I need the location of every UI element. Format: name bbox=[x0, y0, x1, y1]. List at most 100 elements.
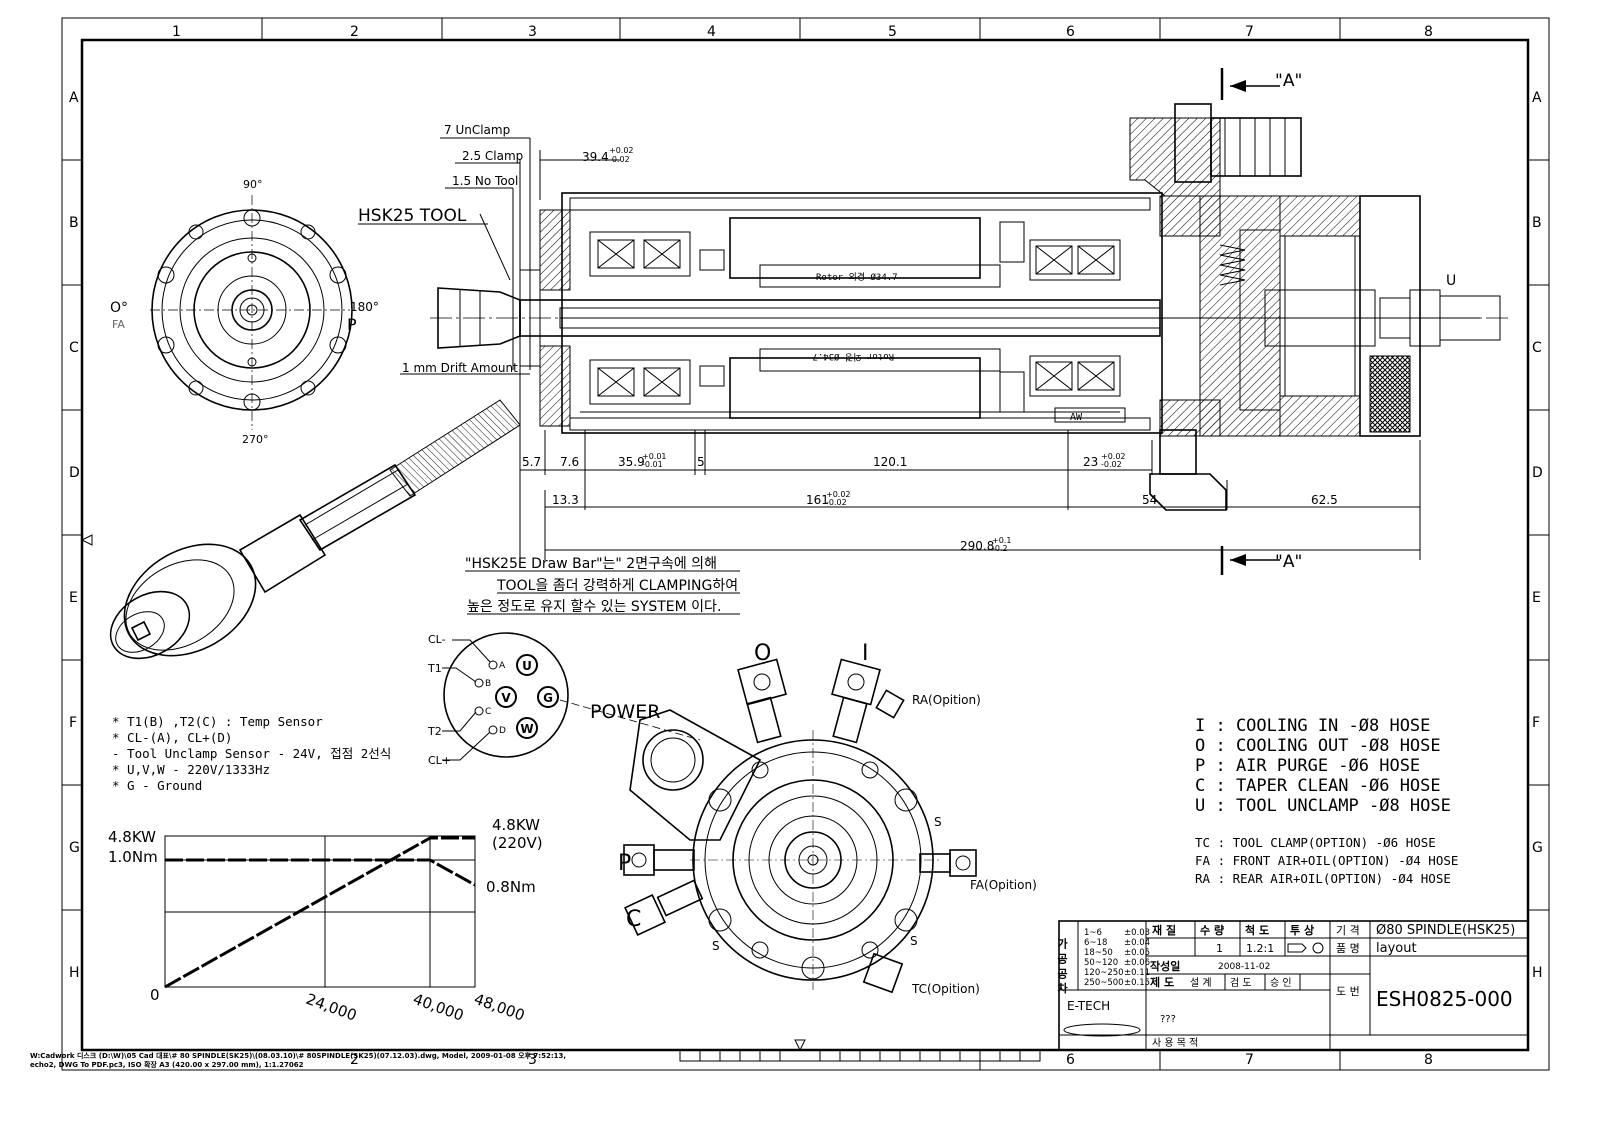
row-label-g: G bbox=[69, 840, 80, 856]
chart-right-220v: (220V) bbox=[492, 834, 543, 852]
dim-54: 54 bbox=[1142, 493, 1157, 507]
option-legend: TC : TOOL CLAMP(OPTION) -Ø6 HOSE FA : FR… bbox=[1195, 835, 1458, 886]
aw-label: AW bbox=[1070, 412, 1083, 423]
date-value: 2008-11-02 bbox=[1218, 962, 1270, 972]
chart-y-1-0nm: 1.0Nm bbox=[108, 848, 158, 866]
footer-line-2: echo2, DWG To PDF.pc3, ISO 확장 A3 (420.00… bbox=[30, 1060, 304, 1069]
dim-39-4: 39.4 bbox=[582, 150, 609, 164]
footer-line-1: W:Cadwork 디스크 (D:\W)\05 Cad 대표\# 80 SPIN… bbox=[30, 1051, 566, 1060]
dim-7-6: 7.6 bbox=[560, 455, 579, 469]
tol-range-2: 6~18 bbox=[1084, 938, 1107, 948]
port-c-label: C bbox=[626, 907, 641, 932]
rear-view: O I RA(Opition) FA(Opition) TC(Opition) … bbox=[618, 641, 1037, 996]
dim-23-tol-up: +0.02 bbox=[1101, 452, 1126, 461]
section-mark-bottom: "A" bbox=[1220, 546, 1302, 575]
pin-d: D bbox=[499, 726, 506, 736]
name-value: layout bbox=[1376, 941, 1417, 956]
chart-origin: 0 bbox=[150, 986, 160, 1004]
spindle-section: Rotor 외경 Ø34.7 Rotor 외경 Ø34.7 AW bbox=[358, 103, 1510, 560]
row-label-f: F bbox=[69, 715, 77, 731]
date-label: 작성일 bbox=[1150, 959, 1180, 973]
dim-23-tol-dn: -0.02 bbox=[1101, 460, 1122, 469]
col-label-1: 1 bbox=[172, 24, 181, 40]
draw-bar-illustration bbox=[109, 399, 521, 660]
qty-head: 수 량 bbox=[1200, 924, 1224, 937]
tol-side-label: 가 공 공 차 bbox=[1056, 937, 1069, 994]
col-label-7: 7 bbox=[1245, 24, 1254, 40]
spec-label: 기 격 bbox=[1336, 924, 1360, 937]
hose-line-i: I : COOLING IN -Ø8 HOSE bbox=[1195, 716, 1430, 736]
dim-161-tol-dn: -0.02 bbox=[826, 498, 847, 507]
drawbar-note: "HSK25E Draw Bar"는" 2면구속에 의해 TOOL을 좀더 강력… bbox=[465, 556, 740, 615]
dim-290-8-tol-dn: -0.2 bbox=[992, 544, 1008, 553]
legend-line-4: * U,V,W - 220V/1333Hz bbox=[112, 762, 270, 777]
section-label-bottom: "A" bbox=[1275, 552, 1302, 572]
col-label-5: 5 bbox=[888, 24, 897, 40]
pin-a: A bbox=[499, 661, 506, 671]
port-s-label-1: S bbox=[934, 815, 942, 829]
legend-line-2: * CL-(A), CL+(D) bbox=[112, 730, 232, 745]
deg-0-label: O° bbox=[110, 300, 128, 316]
dim-62-5: 62.5 bbox=[1311, 493, 1338, 507]
dwg-no-label: 도 번 bbox=[1336, 985, 1360, 998]
hose-line-o: O : COOLING OUT -Ø8 HOSE bbox=[1195, 736, 1441, 756]
hose-legend: I : COOLING IN -Ø8 HOSE O : COOLING OUT … bbox=[1195, 716, 1451, 816]
port-s-label-3: S bbox=[712, 939, 720, 953]
made-by-label: 제 도 bbox=[1150, 975, 1174, 989]
sensor-legend: * T1(B) ,T2(C) : Temp Sensor * CL-(A), C… bbox=[112, 714, 391, 793]
u-port-label: U bbox=[1446, 273, 1456, 289]
front-view: 90° O° FA 180° P 270° bbox=[110, 178, 379, 446]
tol-val-4: ±0.06 bbox=[1124, 958, 1150, 968]
dim-290-8-tol-up: +0.1 bbox=[992, 536, 1011, 545]
dim-39-tol-dn: -0.02 bbox=[609, 155, 630, 164]
chart-right-0-8nm: 0.8Nm bbox=[486, 878, 536, 896]
tol-val-3: ±0.05 bbox=[1124, 948, 1150, 958]
col-label-4: 4 bbox=[707, 24, 716, 40]
plot-footer: W:Cadwork 디스크 (D:\W)\05 Cad 대표\# 80 SPIN… bbox=[30, 1051, 566, 1069]
hsk-tool-label: HSK25 TOOL bbox=[358, 206, 467, 226]
cl-plus-label: CL+ bbox=[428, 754, 451, 767]
tol-val-5: ±0.11 bbox=[1124, 968, 1150, 978]
projection-circle bbox=[1312, 942, 1324, 954]
unclamp-label: 7 UnClamp bbox=[444, 123, 510, 137]
cl-minus-label: CL- bbox=[428, 633, 446, 646]
company-logo bbox=[1063, 1023, 1141, 1037]
pin-g: G bbox=[543, 691, 553, 705]
qty-value: 1 bbox=[1216, 942, 1223, 955]
dim-5: 5 bbox=[697, 455, 705, 469]
option-line-fa: FA : FRONT AIR+OIL(OPTION) -Ø4 HOSE bbox=[1195, 853, 1458, 868]
col-label-3-bottom: 3 bbox=[528, 1052, 537, 1068]
col-label-2: 2 bbox=[350, 24, 359, 40]
option-line-ra: RA : REAR AIR+OIL(OPTION) -Ø4 HOSE bbox=[1195, 871, 1451, 886]
review-label: 검 도 bbox=[1230, 977, 1252, 989]
tol-range-1: 1~6 bbox=[1084, 928, 1102, 938]
chart-x-48000: 48,000 bbox=[472, 990, 527, 1025]
row-label-e: E bbox=[69, 590, 78, 606]
col-label-7-bottom: 7 bbox=[1245, 1052, 1254, 1068]
spec-value: Ø80 SPINDLE(HSK25) bbox=[1376, 923, 1515, 938]
port-tc-label: TC(Opition) bbox=[911, 982, 980, 996]
deg-270-label: 270° bbox=[242, 433, 269, 446]
rotor-label: Rotor 외경 Ø34.7 bbox=[816, 271, 898, 283]
chart-x-24000: 24,000 bbox=[304, 990, 359, 1025]
dim-23: 23 bbox=[1083, 455, 1098, 469]
row-label-c-right: C bbox=[1532, 340, 1542, 356]
row-label-b-right: B bbox=[1532, 215, 1542, 231]
t2-label: T2 bbox=[427, 725, 442, 738]
chart-x-40000: 40,000 bbox=[411, 990, 466, 1025]
tol-range-4: 50~120 bbox=[1084, 958, 1118, 968]
note-line-3: 높은 정도로 유지 할수 있는 SYSTEM 이다. bbox=[467, 599, 721, 615]
row-label-a-right: A bbox=[1532, 90, 1542, 106]
hose-line-u: U : TOOL UNCLAMP -Ø8 HOSE bbox=[1195, 796, 1451, 816]
hose-line-c: C : TAPER CLEAN -Ø6 HOSE bbox=[1195, 776, 1441, 796]
tol-val-6: ±0.15 bbox=[1124, 978, 1150, 988]
port-o-label: O bbox=[754, 641, 771, 666]
dim-161: 161 bbox=[806, 493, 829, 507]
clamp-label: 2.5 Clamp bbox=[462, 149, 523, 163]
approve-label: 승 인 bbox=[1270, 977, 1292, 989]
design-label: 설 계 bbox=[1190, 977, 1212, 989]
deg-180-label: 180° bbox=[350, 300, 379, 314]
tol-range-5: 120~250 bbox=[1084, 968, 1124, 978]
row-label-h-right: H bbox=[1532, 965, 1543, 981]
